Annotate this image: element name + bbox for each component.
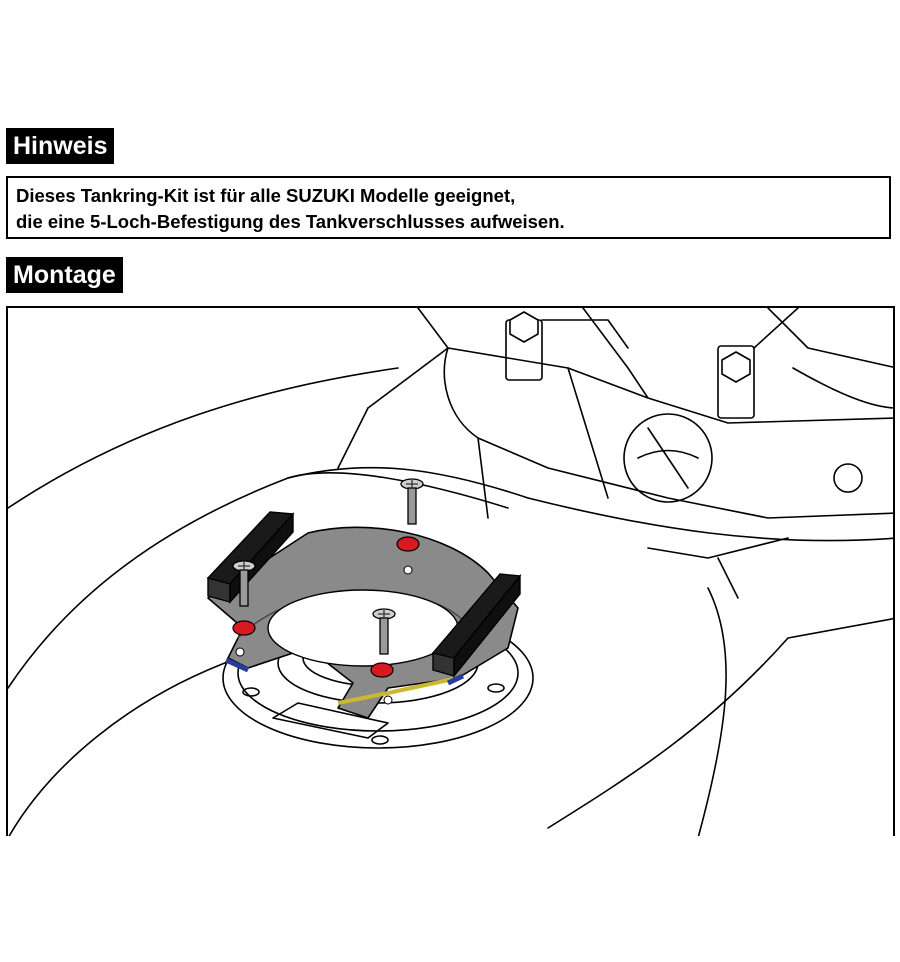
notice-line-2: die eine 5-Loch-Befestigung des Tankvers… <box>16 211 565 232</box>
section-heading-montage: Montage <box>6 257 123 293</box>
bolt-head <box>509 311 539 343</box>
notice-box: Dieses Tankring-Kit ist für alle SUZUKI … <box>6 176 891 239</box>
mounting-illustration <box>6 306 895 836</box>
bolt-head <box>721 351 751 383</box>
notice-line-1: Dieses Tankring-Kit ist für alle SUZUKI … <box>16 185 516 206</box>
stem-nut <box>623 413 713 503</box>
triple-clamp <box>417 308 893 424</box>
mounting-drawing <box>8 308 893 836</box>
rubber-pads <box>206 511 522 678</box>
screws <box>232 478 424 655</box>
section-heading-hinweis: Hinweis <box>6 128 115 164</box>
tank-outline <box>8 367 399 509</box>
